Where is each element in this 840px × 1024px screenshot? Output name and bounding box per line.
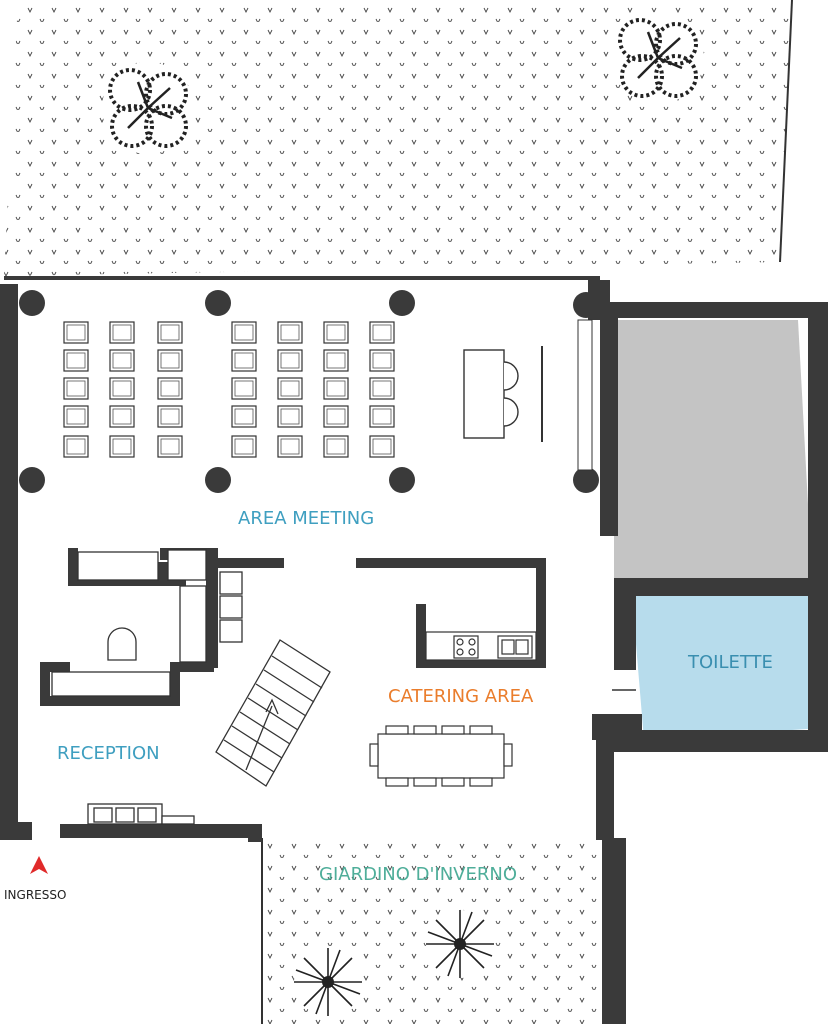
reception-furniture — [51, 549, 243, 825]
toilette-label: TOILETTE — [688, 652, 773, 673]
tree-icon — [425, 909, 495, 979]
columns — [19, 290, 599, 493]
meeting-seating — [63, 321, 395, 458]
catering-table — [369, 725, 513, 787]
area-meeting-label: AREA MEETING — [238, 508, 375, 529]
grey-room — [614, 320, 812, 584]
ingresso-label: INGRESSO — [4, 888, 67, 902]
toilette-room — [632, 584, 822, 740]
catering-area-label: CATERING AREA — [388, 686, 534, 707]
tree-icon — [610, 10, 706, 106]
entry-arrow-icon — [30, 856, 48, 874]
tree-icon — [293, 947, 363, 1017]
reception-label: RECEPTION — [57, 743, 160, 764]
giardino-label: GIARDINO D'INVERNO — [319, 864, 518, 885]
upper-garden — [4, 0, 793, 276]
kitchen-unit — [425, 631, 537, 661]
staircase — [215, 639, 331, 787]
window — [577, 319, 593, 471]
tree-icon — [100, 60, 196, 156]
speaker-desk — [463, 346, 543, 442]
